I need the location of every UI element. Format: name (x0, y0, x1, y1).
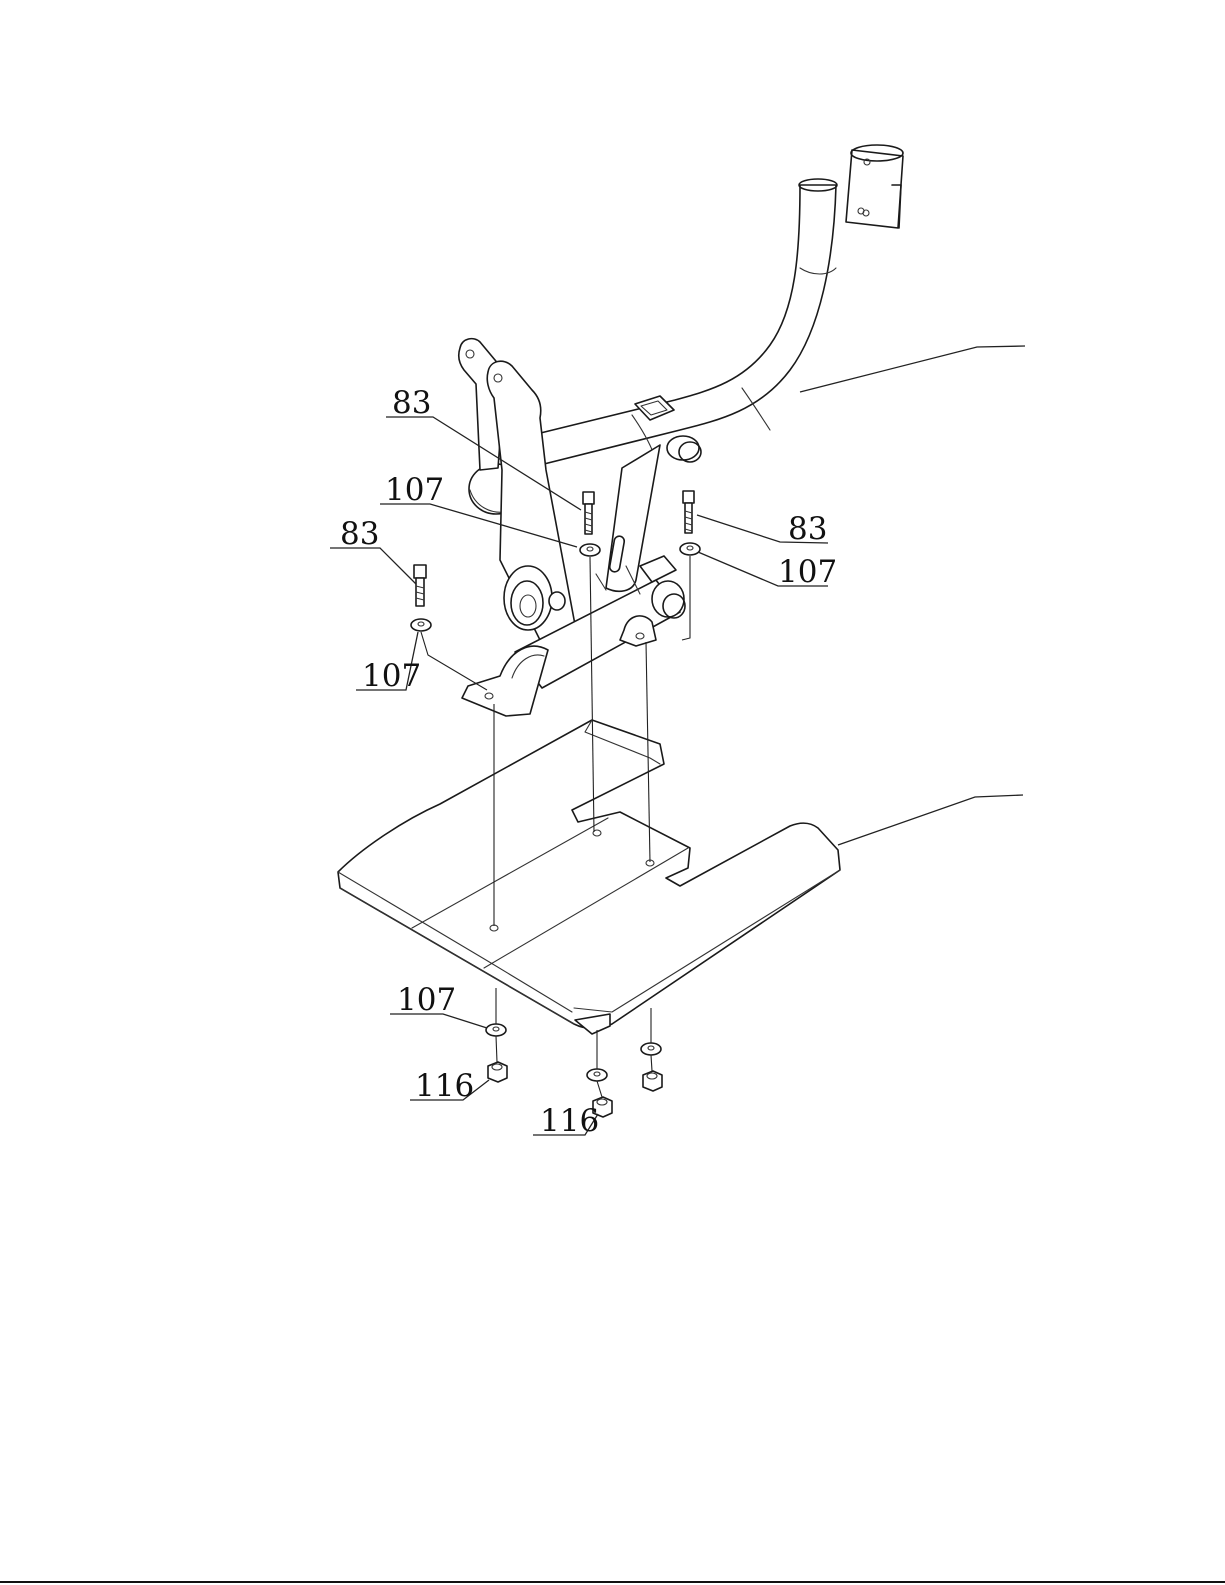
callout-107: 107 (778, 554, 837, 590)
callout-83: 83 (340, 516, 379, 552)
bolt (583, 492, 594, 534)
callout-107: 107 (385, 472, 444, 508)
callout-107: 107 (362, 658, 421, 694)
nut (643, 1071, 662, 1091)
callout-107: 107 (397, 982, 456, 1018)
bolt (414, 565, 426, 606)
nut (488, 1062, 507, 1082)
washer (641, 1043, 661, 1055)
callout-116: 116 (540, 1103, 599, 1139)
washer (580, 544, 600, 556)
bolt (683, 491, 694, 533)
callout-83: 83 (788, 511, 827, 547)
washer (486, 1024, 506, 1036)
washer (680, 543, 700, 555)
callout-116: 116 (415, 1068, 474, 1104)
washer (587, 1069, 607, 1081)
washer (411, 619, 431, 631)
callout-83: 83 (392, 385, 431, 421)
